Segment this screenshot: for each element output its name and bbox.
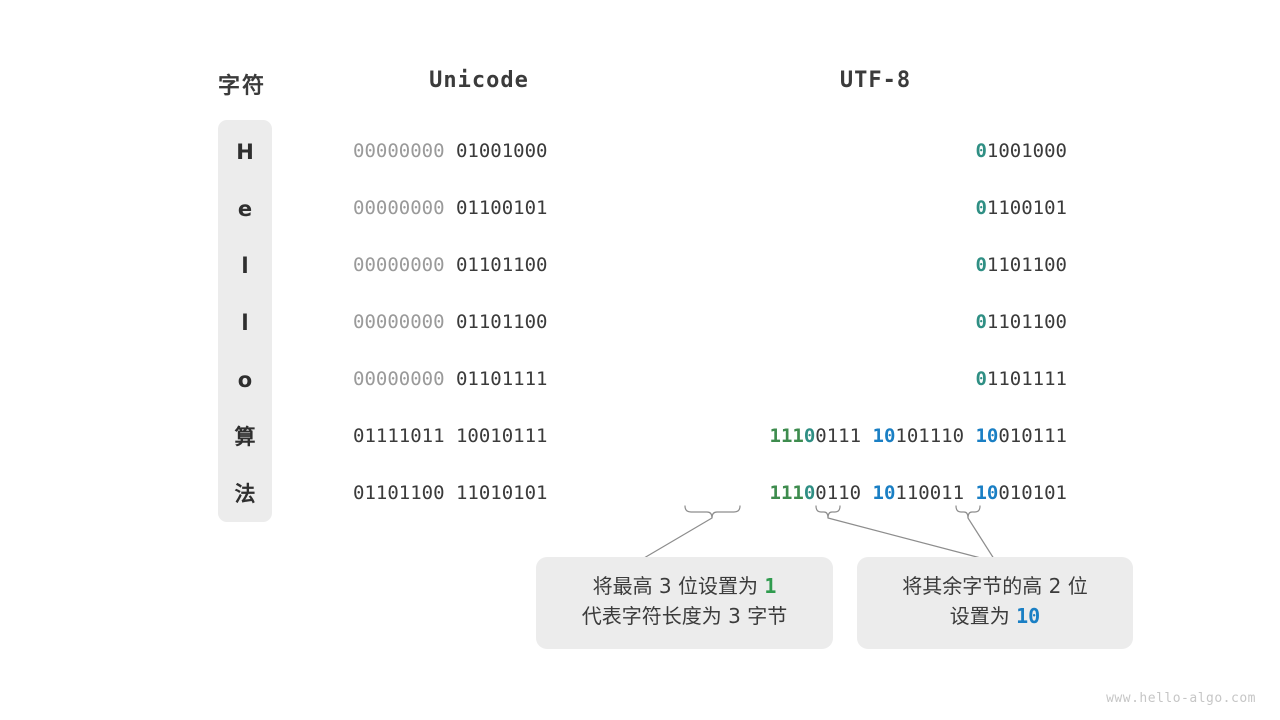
character-column-panel — [218, 120, 272, 522]
brace-first-byte — [684, 505, 741, 519]
utf8-segment: 0 — [975, 368, 987, 390]
callout-text: 将最高 3 位设置为 — [592, 574, 765, 598]
callout-emphasis: 1 — [764, 574, 777, 598]
character-cell: l — [241, 311, 249, 335]
unicode-segment: 10010111 — [455, 425, 548, 447]
utf8-cell: 01001000 — [600, 139, 1067, 163]
unicode-segment: 00000000 — [353, 254, 445, 276]
unicode-segment — [445, 425, 456, 447]
utf8-segment: 10 — [872, 482, 896, 504]
unicode-segment — [445, 140, 456, 162]
utf8-segment: 110011 — [895, 482, 976, 504]
unicode-cell: 01111011 10010111 — [353, 424, 605, 448]
utf8-segment: 1101100 — [986, 311, 1067, 333]
character-cell: l — [241, 254, 249, 278]
unicode-segment — [445, 311, 456, 333]
unicode-segment: 01101111 — [455, 368, 548, 390]
utf8-cell: 01100101 — [600, 196, 1067, 220]
unicode-cell: 00000000 01101100 — [353, 253, 605, 277]
utf8-cell: 11100111 10101110 10010111 — [600, 424, 1067, 448]
column-header-unicode: Unicode — [429, 68, 529, 93]
utf8-segment: 10 — [872, 425, 896, 447]
unicode-cell: 01101100 11010101 — [353, 481, 605, 505]
unicode-segment: 00000000 — [353, 140, 445, 162]
utf8-segment: 0 — [803, 482, 816, 504]
utf8-cell: 11100110 10110011 10010101 — [600, 481, 1067, 505]
callout-line: 代表字符长度为 3 字节 — [554, 601, 815, 631]
callout-first-byte: 将最高 3 位设置为 1 代表字符长度为 3 字节 — [536, 557, 833, 649]
unicode-segment: 00000000 — [353, 197, 445, 219]
callout-text: 代表字符长度为 3 字节 — [581, 604, 788, 628]
unicode-segment: 11010101 — [455, 482, 548, 504]
unicode-segment — [445, 482, 456, 504]
unicode-cell: 00000000 01100101 — [353, 196, 605, 220]
brace-second-byte — [815, 505, 841, 519]
unicode-segment: 00000000 — [353, 368, 445, 390]
character-cell: 法 — [234, 482, 256, 506]
utf8-segment: 1001000 — [986, 140, 1067, 162]
utf8-segment: 111 — [769, 482, 804, 504]
character-cell: H — [236, 140, 254, 164]
utf8-segment: 1100101 — [986, 197, 1067, 219]
utf8-segment: 10 — [975, 482, 999, 504]
utf8-segment: 1101100 — [986, 254, 1067, 276]
utf8-segment: 0110 — [815, 482, 873, 504]
brace-third-byte — [955, 505, 981, 519]
utf8-cell: 01101100 — [600, 310, 1067, 334]
unicode-segment: 00000000 — [353, 311, 445, 333]
column-header-character: 字符 — [218, 74, 267, 99]
unicode-segment: 01101100 — [455, 254, 548, 276]
leader-line-second-byte — [827, 517, 997, 563]
column-header-utf8: UTF-8 — [839, 68, 912, 93]
utf8-segment: 0 — [975, 311, 987, 333]
utf8-segment: 0111 — [815, 425, 873, 447]
unicode-segment: 01100101 — [455, 197, 548, 219]
character-cell: o — [237, 368, 253, 392]
utf8-segment: 010101 — [998, 482, 1067, 504]
utf8-segment: 111 — [769, 425, 804, 447]
utf8-segment: 0 — [975, 140, 987, 162]
character-cell: 算 — [234, 425, 256, 449]
utf8-segment: 0 — [975, 254, 987, 276]
unicode-segment — [445, 254, 456, 276]
callout-emphasis: 10 — [1016, 604, 1041, 628]
callout-continuation-byte: 将其余字节的高 2 位设置为 10 — [857, 557, 1133, 649]
unicode-segment: 01101100 — [455, 311, 548, 333]
utf8-segment: 1101111 — [986, 368, 1067, 390]
leader-line-third-byte — [967, 517, 997, 563]
unicode-cell: 00000000 01101100 — [353, 310, 605, 334]
unicode-segment: 01111011 — [353, 425, 445, 447]
unicode-cell: 00000000 01101111 — [353, 367, 605, 391]
unicode-segment — [445, 197, 456, 219]
utf8-segment: 0 — [803, 425, 816, 447]
utf8-segment: 10 — [975, 425, 999, 447]
unicode-segment: 01001000 — [455, 140, 548, 162]
character-cell: e — [237, 197, 253, 221]
unicode-segment — [445, 368, 456, 390]
callout-line: 将最高 3 位设置为 1 — [554, 571, 815, 601]
unicode-cell: 00000000 01001000 — [353, 139, 605, 163]
callout-text: 设置为 — [949, 604, 1017, 628]
watermark: www.hello-algo.com — [1106, 691, 1256, 706]
utf8-cell: 01101100 — [600, 253, 1067, 277]
callout-line: 设置为 10 — [875, 601, 1115, 631]
callout-text: 将其余字节的高 2 位 — [902, 574, 1088, 598]
utf8-segment: 0 — [975, 197, 987, 219]
utf8-cell: 01101111 — [600, 367, 1067, 391]
utf8-segment: 101110 — [895, 425, 976, 447]
unicode-segment: 01101100 — [353, 482, 445, 504]
utf8-segment: 010111 — [998, 425, 1067, 447]
callout-line: 将其余字节的高 2 位 — [875, 571, 1115, 601]
